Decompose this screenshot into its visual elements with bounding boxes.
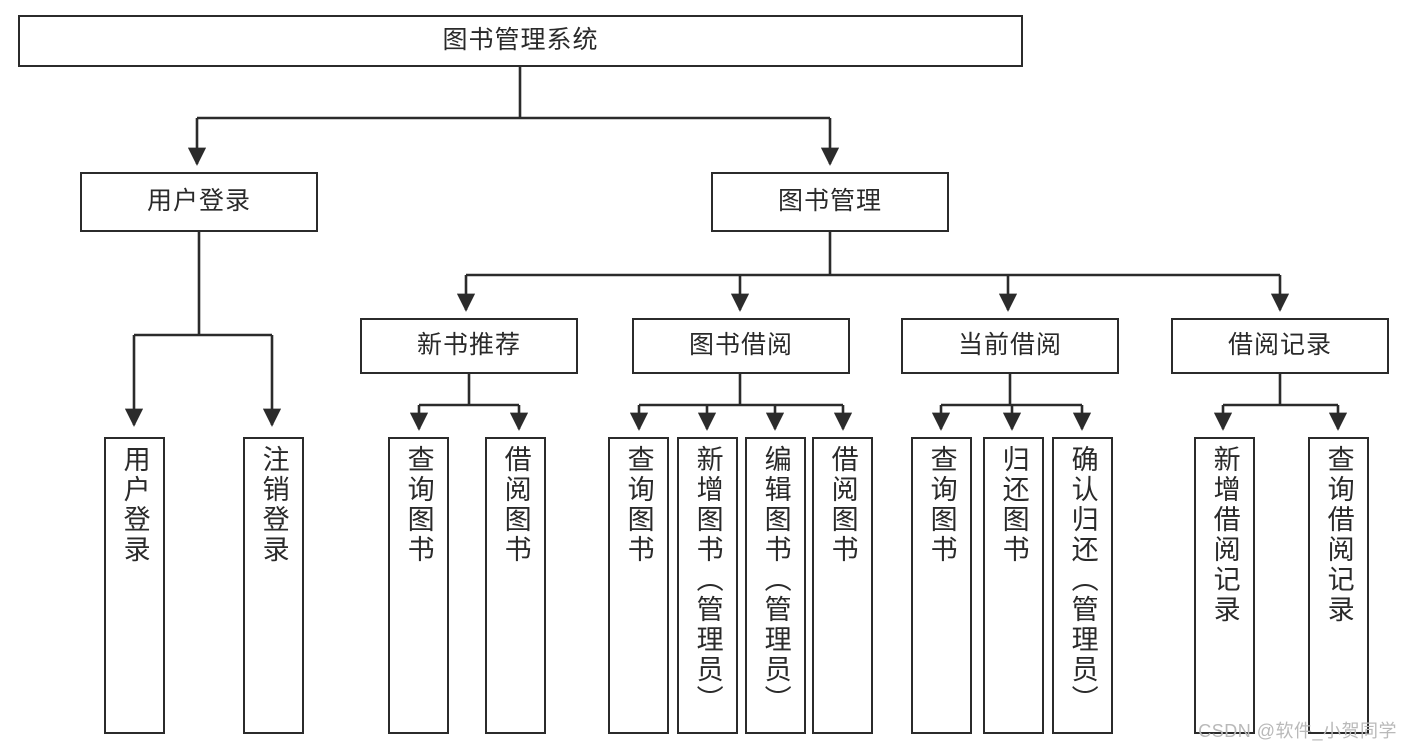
node-leaf-borrow-book-2[interactable]: 借阅图书 [812, 437, 873, 734]
node-leaf-query-book-2[interactable]: 查询图书 [608, 437, 669, 734]
node-root-label: 图书管理系统 [442, 26, 599, 55]
node-leaf-logout-login[interactable]: 注销登录 [243, 437, 304, 734]
node-leaf-query-record[interactable]: 查询借阅记录 [1308, 437, 1369, 734]
node-leaf-logout-login-label: 注销登录 [258, 445, 289, 565]
node-current-borrow-label: 当前借阅 [957, 331, 1062, 360]
node-leaf-add-record-label: 新增借阅记录 [1209, 445, 1240, 625]
node-leaf-add-record[interactable]: 新增借阅记录 [1194, 437, 1255, 734]
node-book-manage-label: 图书管理 [777, 187, 882, 216]
node-user-login-label: 用户登录 [146, 187, 251, 216]
node-leaf-borrow-book-1-label: 借阅图书 [500, 445, 531, 565]
node-leaf-return-book-label: 归还图书 [998, 445, 1029, 565]
node-leaf-edit-book-label: 编辑图书（管理员） [760, 445, 791, 715]
node-leaf-borrow-book-2-label: 借阅图书 [827, 445, 858, 565]
node-leaf-user-login-label: 用户登录 [119, 445, 150, 565]
node-leaf-query-record-label: 查询借阅记录 [1323, 445, 1354, 625]
node-user-login[interactable]: 用户登录 [80, 172, 318, 232]
node-new-book-recommend-label: 新书推荐 [416, 331, 521, 360]
node-book-borrow[interactable]: 图书借阅 [632, 318, 850, 374]
node-book-manage[interactable]: 图书管理 [711, 172, 949, 232]
node-borrow-record[interactable]: 借阅记录 [1171, 318, 1389, 374]
node-root[interactable]: 图书管理系统 [18, 15, 1023, 67]
node-borrow-record-label: 借阅记录 [1227, 331, 1332, 360]
node-leaf-add-book-label: 新增图书（管理员） [692, 445, 723, 715]
node-book-borrow-label: 图书借阅 [688, 331, 793, 360]
node-leaf-borrow-book-1[interactable]: 借阅图书 [485, 437, 546, 734]
watermark: CSDN @软件_小贺同学 [1198, 721, 1397, 741]
node-current-borrow[interactable]: 当前借阅 [901, 318, 1119, 374]
node-leaf-query-book-3[interactable]: 查询图书 [911, 437, 972, 734]
node-leaf-confirm-return-label: 确认归还（管理员） [1067, 445, 1098, 715]
node-leaf-user-login[interactable]: 用户登录 [104, 437, 165, 734]
node-leaf-query-book-1[interactable]: 查询图书 [388, 437, 449, 734]
node-leaf-return-book[interactable]: 归还图书 [983, 437, 1044, 734]
node-leaf-query-book-2-label: 查询图书 [623, 445, 654, 565]
node-leaf-query-book-1-label: 查询图书 [403, 445, 434, 565]
node-new-book-recommend[interactable]: 新书推荐 [360, 318, 578, 374]
node-leaf-add-book[interactable]: 新增图书（管理员） [677, 437, 738, 734]
node-leaf-query-book-3-label: 查询图书 [926, 445, 957, 565]
node-leaf-confirm-return[interactable]: 确认归还（管理员） [1052, 437, 1113, 734]
node-leaf-edit-book[interactable]: 编辑图书（管理员） [745, 437, 806, 734]
